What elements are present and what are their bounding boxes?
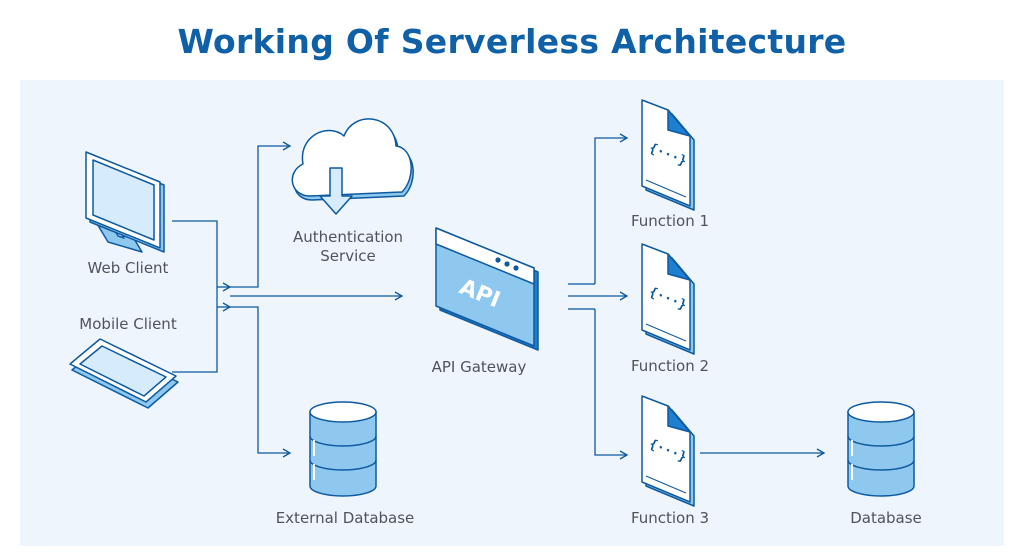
- function-3-icon: [641, 395, 695, 507]
- function-2-icon: [641, 243, 695, 355]
- web-client-label: Web Client: [87, 259, 169, 277]
- arrow-to-function-3: [594, 309, 629, 460]
- external-database-label: External Database: [275, 509, 415, 527]
- arrow-to-function-1: [594, 133, 629, 284]
- function-2-label: Function 2: [630, 357, 710, 375]
- connectors: [172, 133, 826, 460]
- auth-service-label-line2: Service: [320, 247, 376, 265]
- mobile-client-label: Mobile Client: [79, 315, 177, 333]
- monitor-icon: [85, 151, 165, 253]
- phone-icon: [69, 338, 179, 409]
- auth-service-label-line1: Authentication: [292, 228, 404, 246]
- external-database-icon: [309, 401, 377, 497]
- database-label: Database: [850, 509, 922, 527]
- api-window-icon: [435, 227, 539, 351]
- page-title: Working Of Serverless Architecture: [177, 22, 847, 61]
- function-3-label: Function 3: [630, 509, 710, 527]
- function-1-label: Function 1: [630, 212, 710, 230]
- cloud-download-icon: [291, 118, 414, 215]
- function-1-icon: [641, 99, 695, 211]
- arrow-to-auth: [230, 141, 292, 288]
- arrow-to-external-db: [230, 306, 292, 458]
- database-icon: [847, 401, 915, 497]
- client-bus-line: [172, 220, 218, 373]
- api-gateway-label: API Gateway: [431, 358, 527, 376]
